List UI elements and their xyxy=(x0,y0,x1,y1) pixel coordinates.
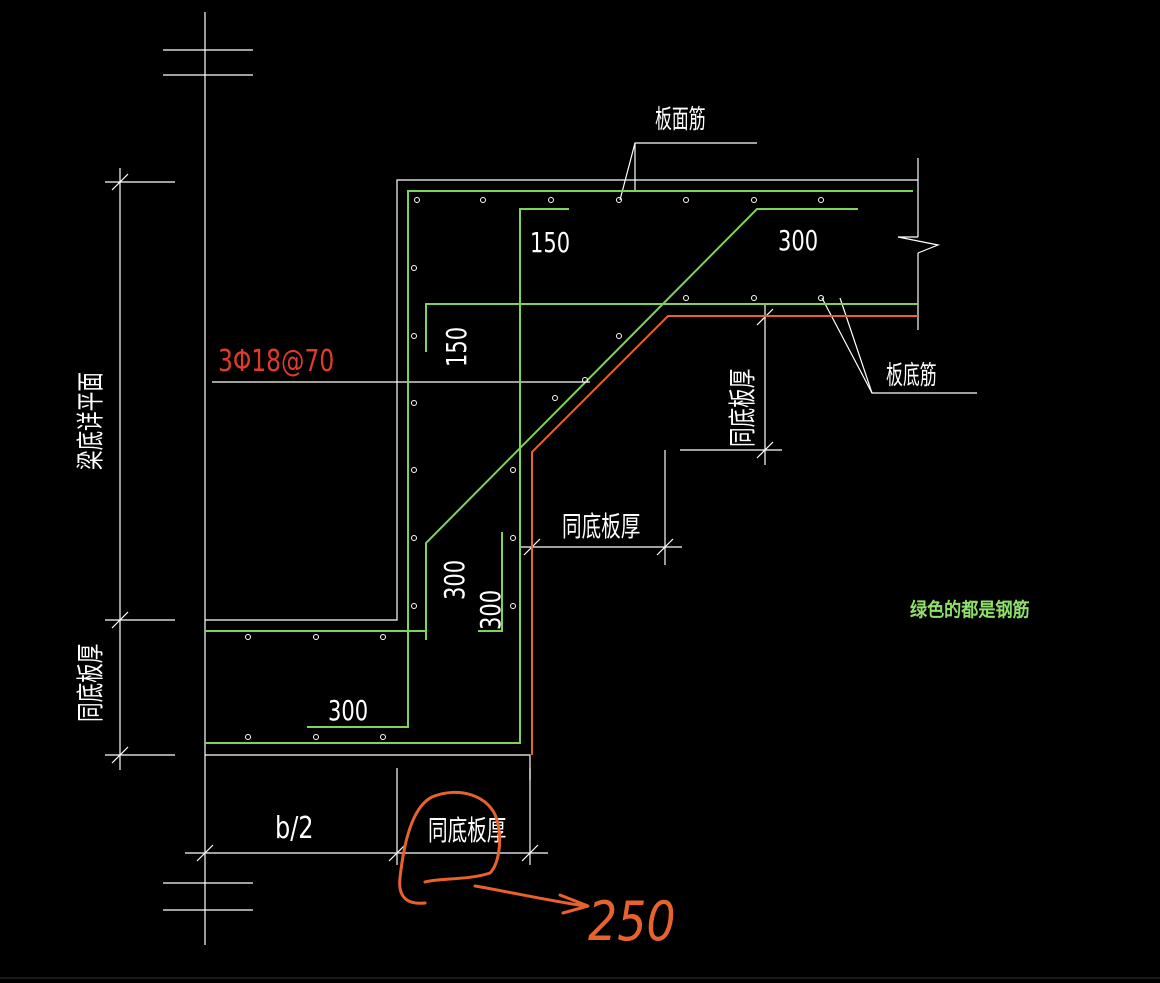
rebar-dot xyxy=(582,377,588,383)
label-note: 绿色的都是钢筋 xyxy=(910,598,1030,621)
dim-lower-300-b: 300 xyxy=(474,590,507,630)
rebar-dot xyxy=(411,535,417,541)
rebar-dot xyxy=(411,400,417,406)
rebar-dot xyxy=(313,734,319,740)
label-slab-bottom-rebar: 板底筋 xyxy=(886,361,937,391)
hand-arrow-mark xyxy=(473,884,590,915)
rebar-dot xyxy=(510,467,516,473)
label-same-thickness-right: 同底板厚 xyxy=(727,369,759,447)
rebar-dot xyxy=(411,265,417,271)
rebar-dot xyxy=(818,197,824,203)
rebar-dot xyxy=(616,333,622,339)
text-labels: 板面筋 板底筋 梁底详平面 同底板厚 同底板厚 同底板厚 同底板厚 3Φ18@7… xyxy=(75,105,1030,846)
rebar-dot xyxy=(411,603,417,609)
dim-top-300: 300 xyxy=(778,224,818,257)
dim-lower-300-a: 300 xyxy=(438,560,471,600)
rebar-dot xyxy=(683,295,689,301)
rebar-dot xyxy=(683,197,689,203)
slab-bottom-line xyxy=(531,315,918,755)
label-same-thickness-bottom: 同底板厚 xyxy=(428,815,506,847)
label-same-thickness-middle: 同底板厚 xyxy=(562,511,640,543)
hand-written-value: 250 xyxy=(588,889,676,953)
rebar-dot xyxy=(510,603,516,609)
rebar-dots xyxy=(245,197,824,740)
handwritten-annotation: 250 xyxy=(398,790,676,953)
rebar-dot xyxy=(245,634,251,640)
rebar-dot xyxy=(818,295,824,301)
rebar-dot xyxy=(380,634,386,640)
label-rebar-callout: 3Φ18@70 xyxy=(218,344,334,379)
rebar-dot xyxy=(245,734,251,740)
rebar-dot xyxy=(480,197,486,203)
rebar-dot xyxy=(751,197,757,203)
rebar-dot xyxy=(411,467,417,473)
rebar-dot xyxy=(380,734,386,740)
hand-circle-mark xyxy=(398,790,502,905)
structure-outlines xyxy=(105,12,977,945)
rebar-dot xyxy=(313,634,319,640)
rebar-dot xyxy=(548,197,554,203)
label-beam-depth: 梁底详平面 xyxy=(75,372,107,470)
rebar-dot xyxy=(616,197,622,203)
rebar-lines xyxy=(205,190,918,744)
label-half-width: b/2 xyxy=(275,811,314,845)
rebar-dot xyxy=(510,535,516,541)
rebar-dot xyxy=(411,333,417,339)
dim-vertical-150: 150 xyxy=(440,327,473,367)
label-same-thickness-left: 同底板厚 xyxy=(75,644,107,722)
rebar-dot xyxy=(751,295,757,301)
rebar-dot xyxy=(552,395,558,401)
dim-bottom-300: 300 xyxy=(328,694,368,727)
label-slab-top-rebar: 板面筋 xyxy=(655,105,706,135)
dim-top-150: 150 xyxy=(530,226,570,259)
rebar-dot xyxy=(414,197,420,203)
